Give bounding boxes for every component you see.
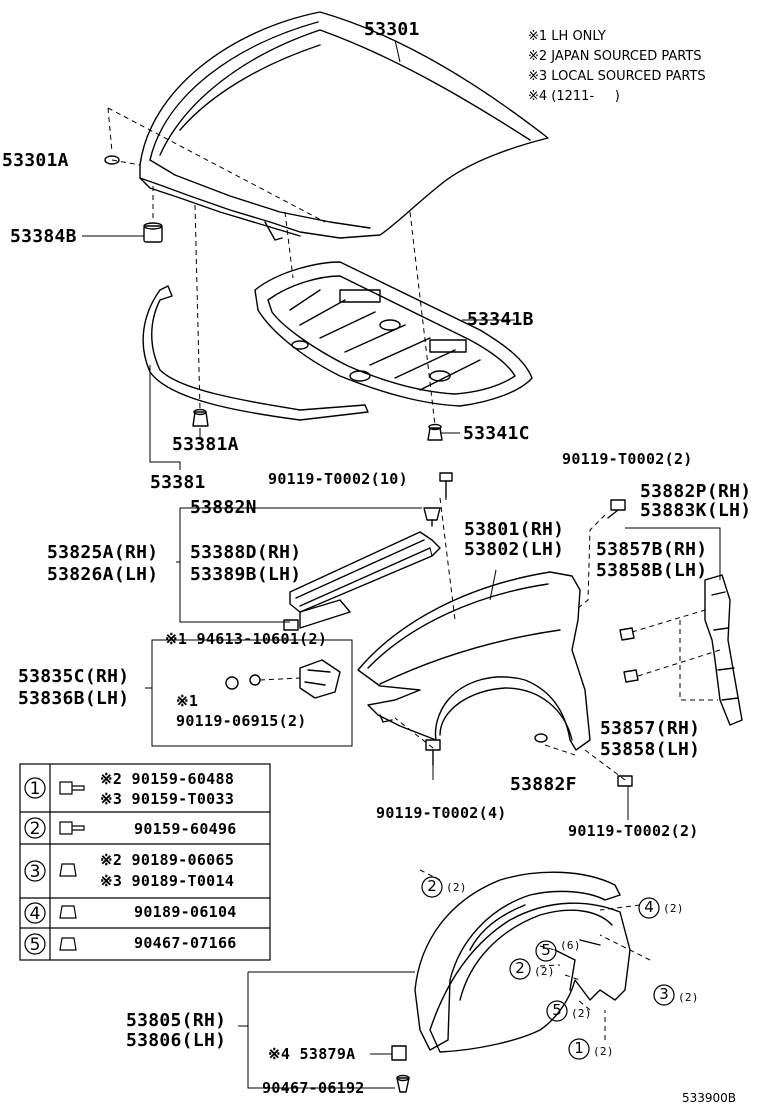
clip-53341C [427,423,443,441]
label-53341B[interactable]: 53341B [467,309,534,330]
label-53836B[interactable]: 53836B(LH) [18,688,130,709]
bolt-90119-bottom [617,775,633,787]
label-53883K[interactable]: 53883K(LH) [640,500,752,521]
label-53806[interactable]: 53806(LH) [126,1030,227,1051]
callout-4-num: 2 [515,959,525,977]
label-53388D[interactable]: 53388D(RH) [190,542,302,563]
callout-1-qty: (2) [446,881,467,894]
label-94613-10601[interactable]: ※1 94613-10601(2) [165,630,328,648]
callout-4-qty: (2) [534,965,555,978]
insulator-drawing [254,261,533,407]
callout-2-qty: (2) [663,902,684,915]
liner-callouts [421,876,675,1060]
label-53341C[interactable]: 53341C [463,423,530,444]
clip-53879A [391,1045,407,1061]
bolt-90119-right [607,499,626,519]
label-53835C[interactable]: 53835C(RH) [18,666,130,687]
label-53882N[interactable]: 53882N [190,497,257,518]
label-53801[interactable]: 53801(RH) [464,519,565,540]
fender-seal-drawing [283,531,441,631]
legend-num-3: 3 [29,862,41,882]
hood-drawing [139,11,549,241]
legend-table [19,763,271,961]
legend-1-line-2[interactable]: ※3 90159-T0033 [100,790,235,808]
label-53882F[interactable]: 53882F [510,774,577,795]
legend-2-line-1[interactable]: 90159-60496 [134,820,237,838]
bolt-90119-4 [425,739,441,766]
legend-num-1: 1 [29,779,41,799]
label-53825A[interactable]: 53825A(RH) [47,542,159,563]
label-53301[interactable]: 53301 [364,19,420,40]
note-1: ※1 LH ONLY [528,29,606,44]
legend-num-2: 2 [29,819,41,839]
legend-4-line-1[interactable]: 90189-06104 [134,903,237,921]
diagram-reference: 533900B [682,1091,737,1105]
note-3: ※3 LOCAL SOURCED PARTS [528,69,706,84]
legend-1-line-1[interactable]: ※2 90159-60488 [100,770,235,788]
callout-3-qty: (6) [560,939,581,952]
bracket-53882P [704,574,743,726]
label-53301A[interactable]: 53301A [2,150,69,171]
hood-seal-drawing [142,285,369,421]
label-90119-T0002-10[interactable]: 90119-T0002(10) [268,470,408,488]
callout-5-num: 3 [659,985,669,1003]
label-53858[interactable]: 53858(LH) [600,739,701,760]
clip-90467-06192 [396,1074,410,1093]
callout-7-qty: (2) [593,1045,614,1058]
note-2: ※2 JAPAN SOURCED PARTS [528,49,702,64]
legend-3-line-1[interactable]: ※2 90189-06065 [100,851,235,869]
fender-drawing [357,571,591,751]
note-4: ※4 (1211- ) [528,89,620,104]
label-90119-T0002-bottom[interactable]: 90119-T0002(2) [568,822,699,840]
legend-num-5: 5 [29,935,41,955]
callout-6-num: 5 [552,1001,562,1019]
legend-num-4: 4 [29,904,41,924]
callout-6-qty: (2) [571,1007,592,1020]
label-53802[interactable]: 53802(LH) [464,539,565,560]
legend-3-line-2[interactable]: ※3 90189-T0014 [100,872,235,890]
label-53384B[interactable]: 53384B [10,226,77,247]
label-90119-06915[interactable]: 90119-06915(2) [176,712,307,730]
label-53857B[interactable]: 53857B(RH) [596,539,708,560]
callout-5-qty: (2) [678,991,699,1004]
liner-drawing [414,871,631,1053]
clip-53857B [619,627,635,641]
grommet-53882F [534,733,548,743]
label-90467-06192[interactable]: 90467-06192 [262,1079,365,1097]
label-53381[interactable]: 53381 [150,472,206,493]
label-53858B[interactable]: 53858B(LH) [596,560,708,581]
label-53857[interactable]: 53857(RH) [600,718,701,739]
label-53826A[interactable]: 53826A(LH) [47,564,159,585]
legend-5-line-1[interactable]: 90467-07166 [134,934,237,952]
callout-1-num: 2 [427,877,437,895]
cushion-53384B [143,222,163,243]
label-53882P[interactable]: 53882P(RH) [640,481,752,502]
callout-2-num: 4 [644,898,654,916]
label-53879A[interactable]: ※4 53879A [268,1045,356,1063]
grommet-53301A [104,155,120,165]
clip-53381A [192,408,209,427]
label-53389B[interactable]: 53389B(LH) [190,564,302,585]
callout-7-num: 1 [574,1039,584,1057]
clip-53882N [423,507,441,527]
label-90119-T0002-top[interactable]: 90119-T0002(2) [562,450,693,468]
bracket-53835C [225,659,341,699]
clip-53857 [623,669,639,683]
label-53381A[interactable]: 53381A [172,434,239,455]
label-note-1: ※1 [176,692,199,710]
label-90119-T0002-4[interactable]: 90119-T0002(4) [376,804,507,822]
callout-3-num: 5 [541,941,551,959]
label-53805[interactable]: 53805(RH) [126,1010,227,1031]
